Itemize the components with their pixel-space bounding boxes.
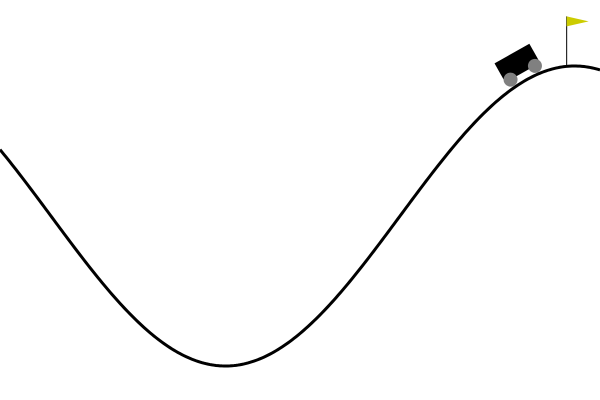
car-rear-wheel [503,72,518,87]
mountain-track [0,64,600,368]
car [494,43,542,87]
goal-flag [566,16,589,67]
car-body [494,43,541,83]
flag-icon [566,16,589,27]
car-front-wheel [527,58,542,73]
